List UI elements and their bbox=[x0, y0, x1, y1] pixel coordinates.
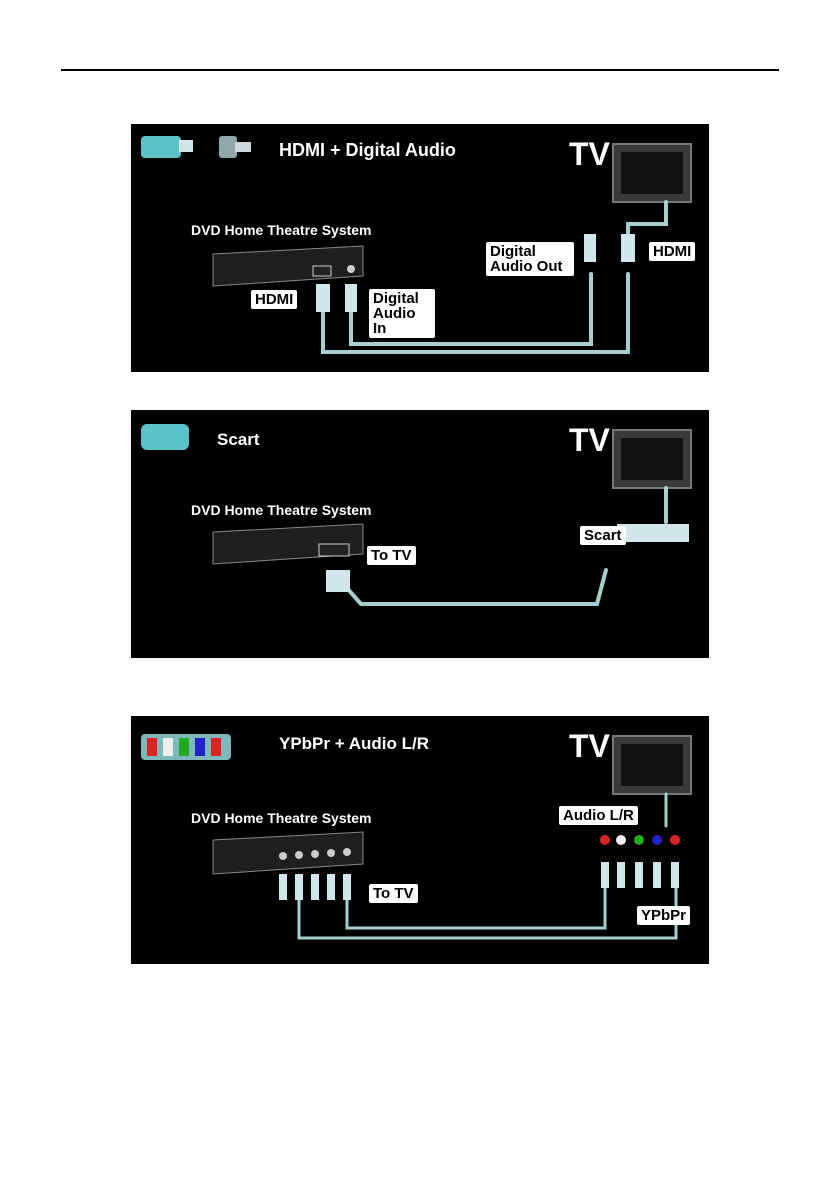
panel-title: HDMI + Digital Audio bbox=[279, 140, 456, 161]
tv-icon bbox=[613, 144, 691, 202]
device-label: DVD Home Theatre System bbox=[191, 810, 372, 826]
digital-audio-out-line2: Audio Out bbox=[490, 259, 570, 274]
to-tv-label: To TV bbox=[367, 546, 416, 565]
digital-audio-out-label: Digital Audio Out bbox=[486, 242, 574, 276]
scart-tv-label: Scart bbox=[580, 526, 626, 545]
hdmi-connector-icon bbox=[141, 136, 193, 158]
scart-panel: Scart TV DVD Home Theatre System To TV S… bbox=[131, 410, 709, 658]
ypbpr-audio-panel: YPbPr + Audio L/R TV DVD Home Theatre Sy… bbox=[131, 716, 709, 964]
digital-audio-in-line2: Audio In bbox=[373, 306, 431, 336]
to-tv-label: To TV bbox=[369, 884, 418, 903]
tv-label: TV bbox=[569, 136, 610, 173]
digital-audio-in-label: Digital Audio In bbox=[369, 289, 435, 338]
scart-connector-icon bbox=[141, 424, 189, 450]
digital-audio-out-line1: Digital bbox=[490, 244, 570, 259]
rca-plugs bbox=[279, 862, 679, 900]
tv-icon bbox=[613, 736, 691, 794]
device-label: DVD Home Theatre System bbox=[191, 502, 372, 518]
tv-label: TV bbox=[569, 422, 610, 459]
header-rule bbox=[61, 69, 779, 71]
scart-plug bbox=[326, 570, 350, 592]
rca-connector-icon bbox=[219, 136, 251, 158]
hdmi-label: HDMI bbox=[251, 290, 297, 309]
tv-icon bbox=[613, 430, 691, 488]
dvd-device-icon bbox=[213, 832, 363, 874]
tv-jacks bbox=[600, 835, 680, 845]
plugs bbox=[316, 234, 635, 312]
panel-title: YPbPr + Audio L/R bbox=[279, 734, 429, 754]
dvd-device-icon bbox=[213, 246, 363, 286]
audio-lr-label: Audio L/R bbox=[559, 806, 638, 825]
panel-title: Scart bbox=[217, 430, 260, 450]
digital-audio-in-line1: Digital bbox=[373, 291, 431, 306]
dvd-device-icon bbox=[213, 524, 363, 564]
ypbpr-label: YPbPr bbox=[637, 906, 690, 925]
hdmi-tv-label: HDMI bbox=[649, 242, 695, 261]
hdmi-digital-audio-panel: HDMI + Digital Audio TV DVD Home Theatre… bbox=[131, 124, 709, 372]
tv-label: TV bbox=[569, 728, 610, 765]
rca-bundle-icon bbox=[141, 734, 231, 760]
device-label: DVD Home Theatre System bbox=[191, 222, 372, 238]
scart-socket bbox=[617, 524, 689, 542]
